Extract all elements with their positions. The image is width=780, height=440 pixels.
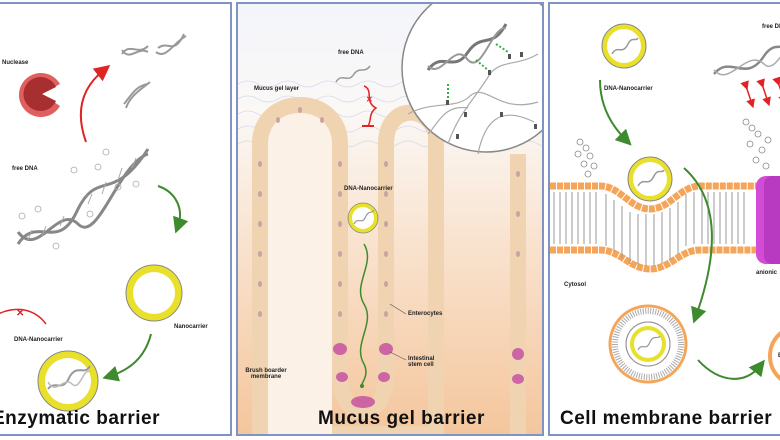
free-dna-label: free DNA [762,24,780,30]
endocytosis-arrow [683,167,713,324]
block-x-icon: ✕ [16,308,24,319]
brush-border-label: Brush boarder membrane [245,368,287,380]
lipid-bilayer [550,182,780,273]
blocked-arrow [363,85,378,127]
endosome-icon [608,304,688,384]
dna-nanocarrier-label: DNA-Nanocarrier [14,337,63,343]
endosome-label: En [778,353,780,359]
dna-nanocarrier-icon [601,23,647,69]
loading-arrow [102,333,152,382]
nanocarrier-icon [125,264,183,322]
anionic-channel-icon [756,176,780,264]
enterocytes-label: Enterocytes [408,311,443,317]
intestinal-stem-cell-label: Intestinal stem cell [408,356,435,368]
intestinal-villi [252,97,526,434]
cell-membrane-barrier-panel: DNA-Nanocarrier free DNA Cytosol anionic… [548,2,780,436]
endosome-escape-icon [768,331,780,381]
free-dna-label: free DNA [12,166,38,172]
penetration-arrow [359,243,369,387]
release-arrow [697,359,765,380]
enzymatic-illustration: ✕ [0,33,189,412]
cytosol-label: Cytosol [564,282,587,288]
mucus-gel-barrier-panel: ✕ [236,2,544,436]
nuclease-label: Nuclease [2,60,29,66]
panel-title: Cell membrane barrier [560,408,773,429]
free-dna-label: free DNA [338,50,364,56]
repulsion-arrows [740,76,780,109]
encapsulation-arrow [157,185,189,234]
dna-nanocarrier-icon [347,202,379,234]
mucus-gel-layer-label: Mucus gel layer [254,86,300,92]
uptake-arrow [599,79,632,146]
anionic-label: anionic [756,270,778,276]
panel-title: Enzymatic barrier [0,408,160,429]
panel-title: Mucus gel barrier [318,408,485,429]
stem-cells [333,343,524,408]
enzymatic-barrier-panel: ✕ Nuclease free DNA Nanocarrier DNA-Nano… [0,2,232,436]
dna-fragments-icon [121,33,187,109]
nanocarrier-label: Nanocarrier [174,324,208,330]
free-dna-icon [16,148,150,250]
nuclease-icon [18,73,61,118]
mucus-illustration: ✕ [238,4,542,434]
dna-nanocarrier-label: DNA-Nanocarrier [604,86,653,92]
free-dna-icon [335,65,371,83]
free-dna-icon [713,45,780,75]
blocked-arrow [0,308,47,325]
mucin-interaction-inset [401,4,542,155]
block-x-icon: ✕ [366,95,373,104]
dna-nanocarrier-label: DNA-Nanocarrier [344,186,393,192]
membrane-bound-carrier-icon [627,156,673,202]
membrane-illustration [550,23,780,384]
glycocalyx [574,118,772,178]
dna-nanocarrier-icon [37,350,99,412]
degradation-arrow [79,65,111,143]
